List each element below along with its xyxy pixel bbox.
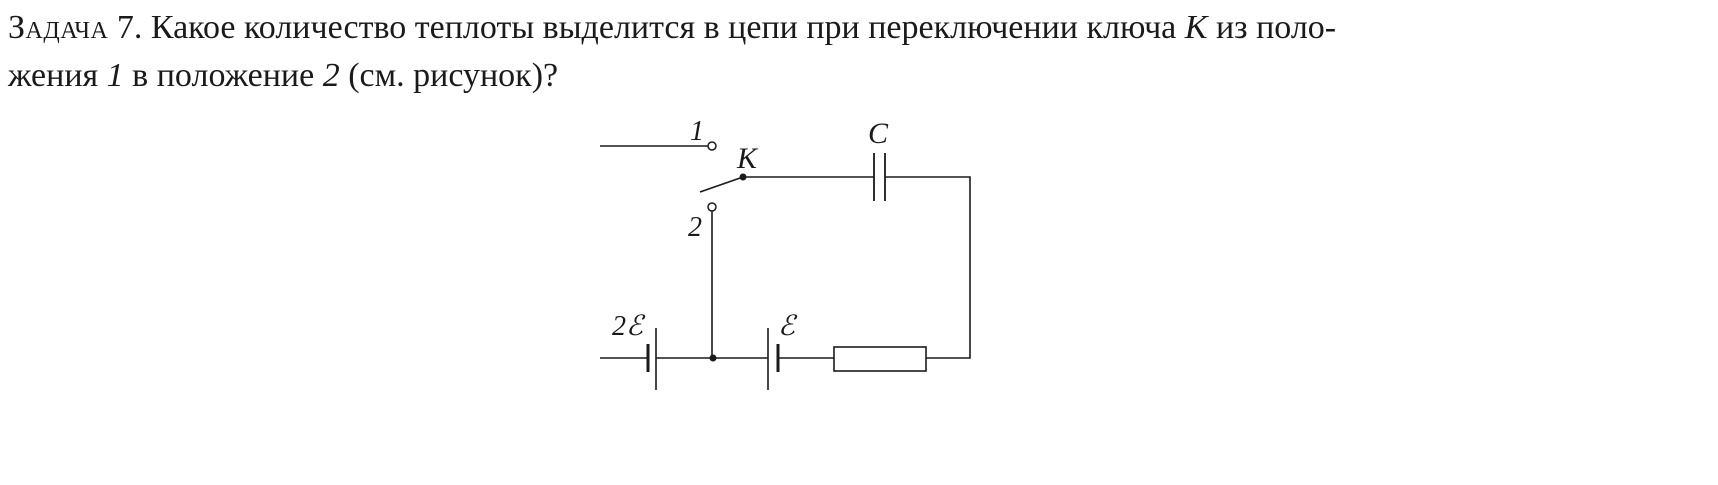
junction-node [709, 354, 717, 362]
problem-text-3: жения [8, 57, 107, 94]
position-2-ref: 2 [322, 57, 340, 94]
position-1-ref: 1 [106, 57, 124, 94]
switch-name: K [1184, 9, 1208, 46]
resistor [833, 346, 927, 372]
label-position-2: 2 [688, 212, 702, 243]
problem-text-5: (см. рисунок)? [339, 57, 559, 94]
problem-text-1: Какое количество теплоты выделится в цеп… [142, 9, 1185, 46]
label-capacitor: C [868, 120, 889, 150]
terminal-2 [707, 202, 717, 212]
problem-text-4: в положение [123, 57, 323, 94]
problem-text-2: из поло- [1207, 9, 1337, 46]
label-switch: K [736, 142, 759, 175]
label-battery-left: 2ℰ [612, 311, 646, 342]
problem-statement: Задача 7. Какое количество теплоты выдел… [8, 4, 1708, 100]
battery-left [646, 328, 657, 390]
circuit-wires [600, 145, 971, 359]
circuit-diagram: 1 K 2 C 2ℰ ℰ [600, 120, 971, 390]
label-position-1: 1 [690, 120, 704, 147]
terminal-1 [707, 141, 717, 151]
battery-right [767, 328, 780, 390]
label-battery-right: ℰ [778, 311, 798, 342]
wire-right-loop [885, 176, 971, 359]
wire-left-loop [600, 145, 708, 359]
switch-pivot [739, 173, 747, 181]
capacitor [873, 153, 886, 201]
switch-blade [699, 176, 744, 193]
problem-number: 7. [116, 9, 143, 46]
problem-label: Задача [8, 9, 109, 46]
